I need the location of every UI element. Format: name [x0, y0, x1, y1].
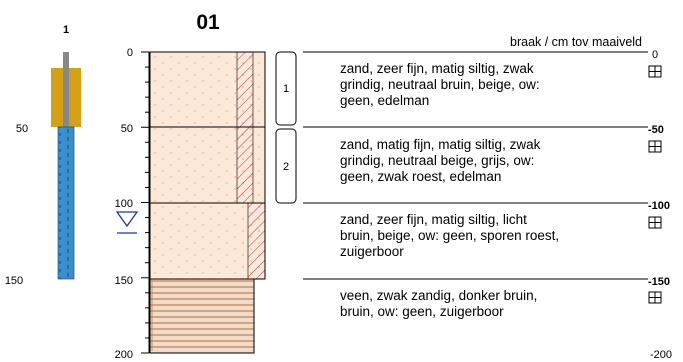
well-label: 1 [63, 24, 69, 36]
layer-2 [150, 126, 265, 204]
layer-3-description: zand, zeer fijn, matig siltig, licht bru… [340, 212, 559, 259]
sample-marker-icon-4 [648, 291, 662, 304]
layer-3-desc-line-3: zuigerboor [340, 244, 404, 259]
well-casing [63, 68, 69, 127]
depth-axis: 0 50 100 150 200 [115, 47, 150, 361]
well-tick-150: 150 [5, 275, 23, 287]
sample-marker-icon-3 [648, 216, 662, 229]
boundary-lines [303, 51, 648, 280]
layer-3-desc-line-2: bruin, beige, ow: geen, sporen roest, [340, 228, 559, 243]
depth-label-200: 200 [115, 349, 133, 361]
right-depth-100: -100 [648, 200, 670, 212]
well-tick-50: 50 [16, 123, 28, 135]
layer-1-desc-line-3: geen, edelman [340, 93, 429, 108]
layer-4 [150, 279, 254, 353]
sample-marker-icon-2 [648, 140, 662, 153]
right-depth-0: 0 [652, 49, 658, 61]
layer-1-description: zand, zeer fijn, matig siltig, zwak grin… [340, 61, 540, 108]
layer-1-desc-line-2: grindig, neutraal bruin, beige, ow: [340, 77, 540, 92]
right-depth-labels: 0 -50 -100 -150 -200 [648, 49, 672, 361]
sample-marker-icons [648, 65, 662, 304]
layer-4-desc-line-1: veen, zwak zandig, donker bruin, [340, 288, 537, 303]
depth-label-150: 150 [115, 275, 133, 287]
layer-1-hatch [236, 51, 254, 128]
right-depth-150: -150 [648, 276, 670, 288]
layer-4-description: veen, zwak zandig, donker bruin, bruin, … [340, 288, 537, 319]
well-casing-top [63, 52, 69, 68]
soil-column [149, 51, 266, 354]
sample-1-label: 1 [283, 83, 289, 95]
depth-label-0: 0 [127, 47, 133, 59]
well-diagram: 1 50 150 [5, 24, 81, 287]
well-filter-slots [58, 127, 74, 279]
right-depth-50: -50 [648, 124, 664, 136]
groundwater-level-icon [115, 211, 139, 234]
sample-1: 1 [275, 51, 297, 126]
layer-2-description: zand, matig fijn, matig siltig, zwak gri… [340, 137, 541, 184]
layer-2-desc-line-2: grindig, neutraal beige, grijs, ow: [340, 153, 534, 168]
layer-1 [150, 51, 265, 128]
depth-label-50: 50 [121, 123, 133, 135]
depth-label-100: 100 [115, 198, 133, 210]
layer-1-desc-line-1: zand, zeer fijn, matig siltig, zwak [340, 61, 534, 76]
sample-2-label: 2 [283, 161, 289, 173]
depth-minor-ticks [141, 51, 149, 354]
right-depth-200: -200 [650, 349, 672, 361]
layer-2-desc-line-3: geen, zwak roest, edelman [340, 169, 501, 184]
layer-3 [150, 202, 266, 280]
layer-3-desc-line-1: zand, zeer fijn, matig siltig, licht [340, 212, 527, 227]
sample-2: 2 [275, 128, 297, 204]
layer-2-hatch [236, 126, 254, 204]
layer-2-desc-line-1: zand, matig fijn, matig siltig, zwak [340, 137, 541, 152]
layer-4-desc-line-2: bruin, ow: geen, zuigerboor [340, 304, 504, 319]
sample-marker-icon-1 [648, 65, 662, 78]
surface-note: braak / cm tov maaiveld [510, 35, 642, 49]
layer-3-hatch [247, 202, 266, 280]
boring-title: 01 [196, 11, 220, 34]
